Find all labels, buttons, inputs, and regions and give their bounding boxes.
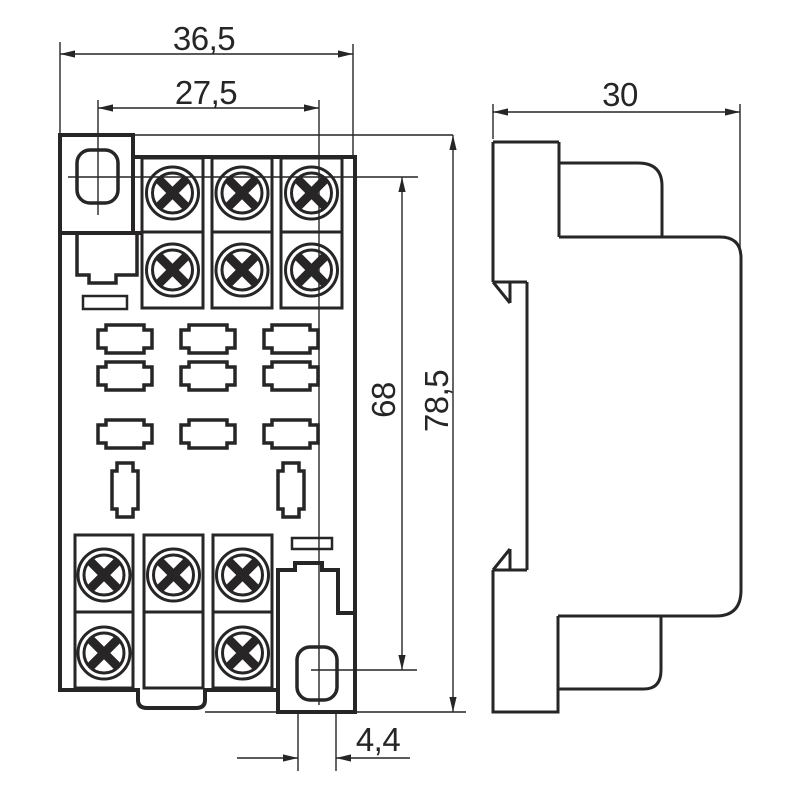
dim-front-overall-width: 36,5 [59,20,354,156]
arrowhead-right [283,754,298,762]
dimensions: 36,5 27,5 30 68 [59,20,741,771]
side-view [491,140,743,714]
screw-terminal [286,167,338,219]
mounting-hole-bottom [295,645,339,702]
side-profile [491,140,743,714]
screw-terminal [216,244,268,296]
dim-label-side-depth: 30 [602,76,638,113]
arrowhead-left [60,50,75,58]
contact-slot-vertical [110,461,140,519]
dim-overall-height: 78,5 [135,134,466,713]
contact-slots [96,323,320,519]
front-plug-notch [75,233,139,285]
dim-side-depth: 30 [492,76,741,254]
arrowhead-right [725,108,740,116]
contact-slot-vertical [276,461,306,519]
terminal-blocks-bottom [73,533,274,690]
contact-slot [96,360,154,392]
arrowhead-right [304,104,319,112]
screw-terminal [148,549,200,601]
contact-slot [96,323,154,355]
screw-terminal [147,244,199,296]
contact-slot [262,360,320,392]
terminal-blocks-top [140,156,344,310]
arrowhead-down [449,697,457,712]
contact-slot [179,418,237,450]
arrowhead-left [98,104,113,112]
screw-terminal [286,244,338,296]
screw-terminal [78,549,130,601]
dim-label-hole-h-spacing: 27,5 [175,74,237,111]
front-view [58,133,357,714]
dim-label-front-overall-width: 36,5 [173,20,235,57]
dim-label-hole-v-spacing: 68 [365,382,402,418]
contact-slot [179,323,237,355]
dim-hole-h-spacing: 27,5 [97,74,320,705]
contact-slot [96,418,154,450]
dim-hole-v-spacing: 68 [68,176,418,671]
index-window-top [81,294,129,311]
contact-slot [262,418,320,450]
arrowhead-right [338,50,353,58]
arrowhead-left [493,108,508,116]
contact-slot [179,360,237,392]
index-window-bottom [290,536,334,551]
arrowhead-down [398,655,406,670]
screw-terminal [216,167,268,219]
arrowhead-up [449,135,457,150]
dim-label-overall-height: 78,5 [418,370,455,432]
arrowhead-up [398,177,406,192]
screw-terminal [217,549,269,601]
dim-hole-width: 4,4 [237,714,410,771]
dim-label-hole-width: 4,4 [356,721,401,758]
screw-terminal [147,167,199,219]
arrowhead-left [336,754,351,762]
screw-terminal [78,627,130,679]
contact-slot [262,323,320,355]
front-ear-separators [60,157,355,690]
screw-terminal [217,627,269,679]
front-body-outline [58,133,357,714]
